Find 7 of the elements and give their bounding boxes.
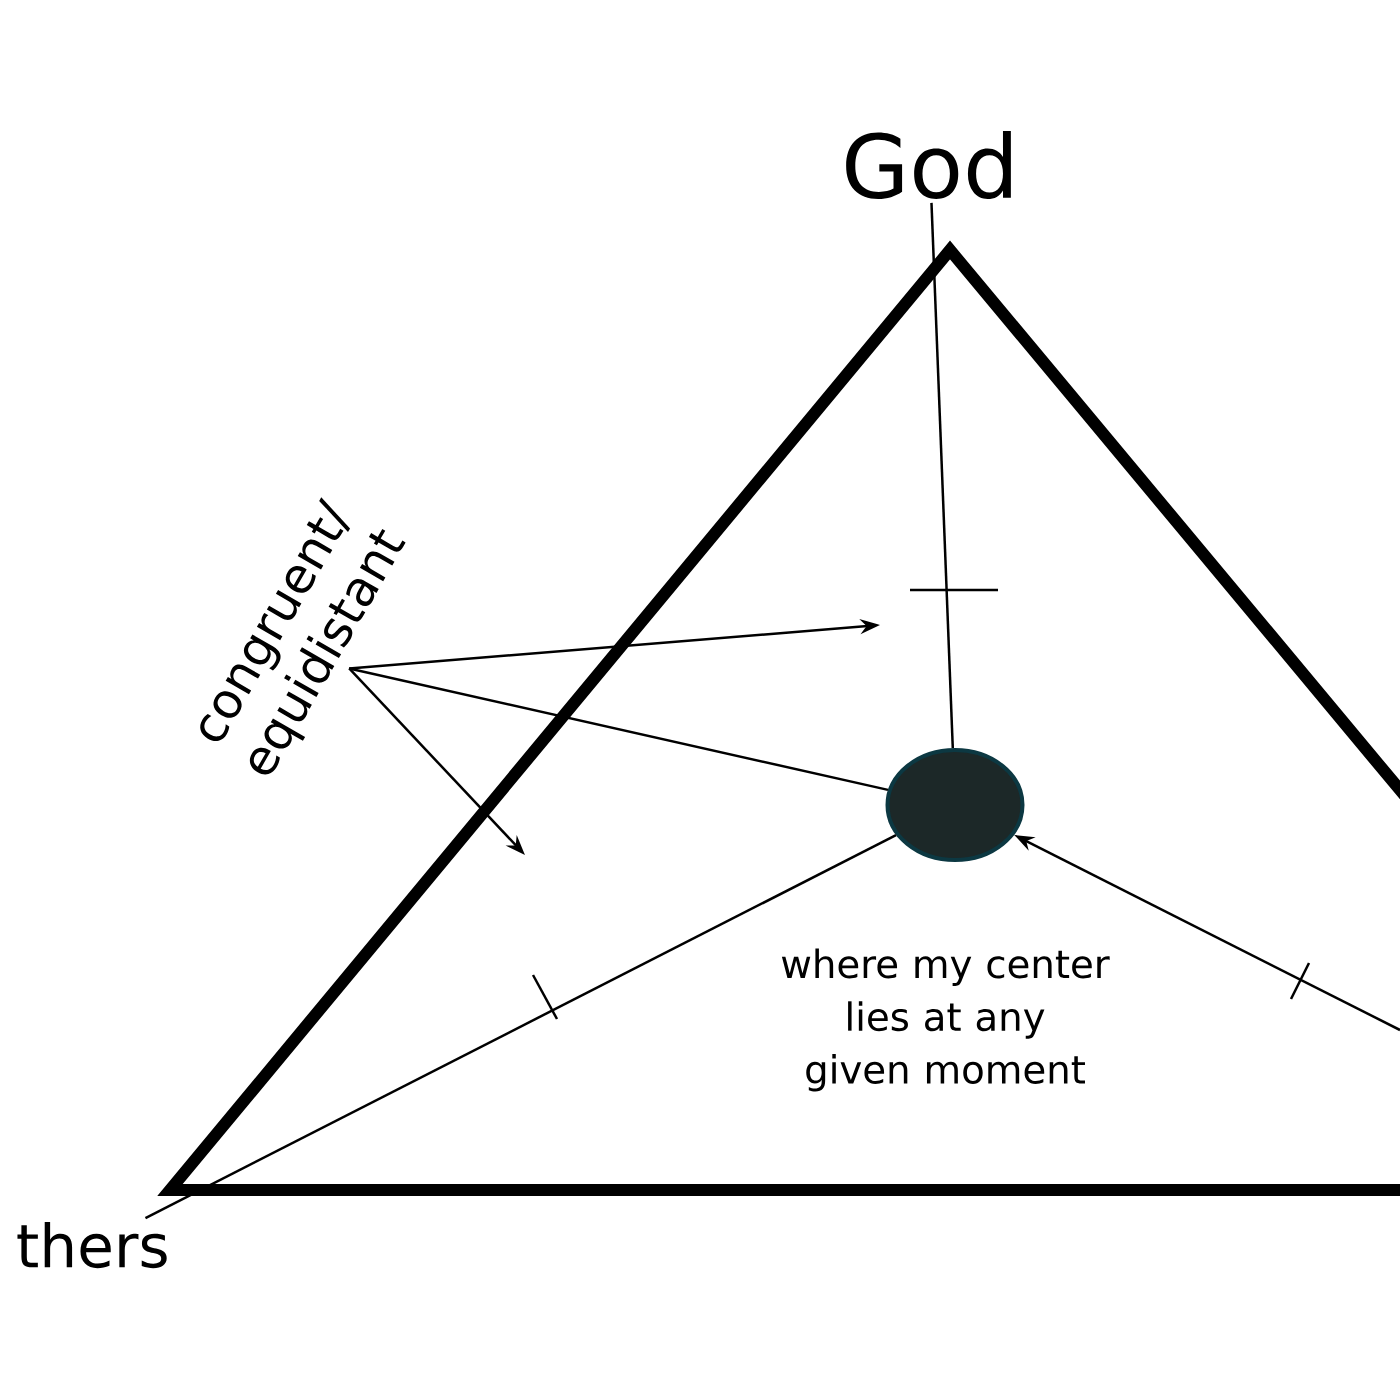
vertex-label: thers [17, 1221, 167, 1269]
line [348, 667, 889, 792]
annotation-text: where my center lies at any given moment [781, 948, 1110, 1092]
line [930, 202, 955, 749]
line [144, 834, 897, 1220]
vertex-label: God [846, 131, 1011, 199]
center-dot [885, 748, 1025, 862]
